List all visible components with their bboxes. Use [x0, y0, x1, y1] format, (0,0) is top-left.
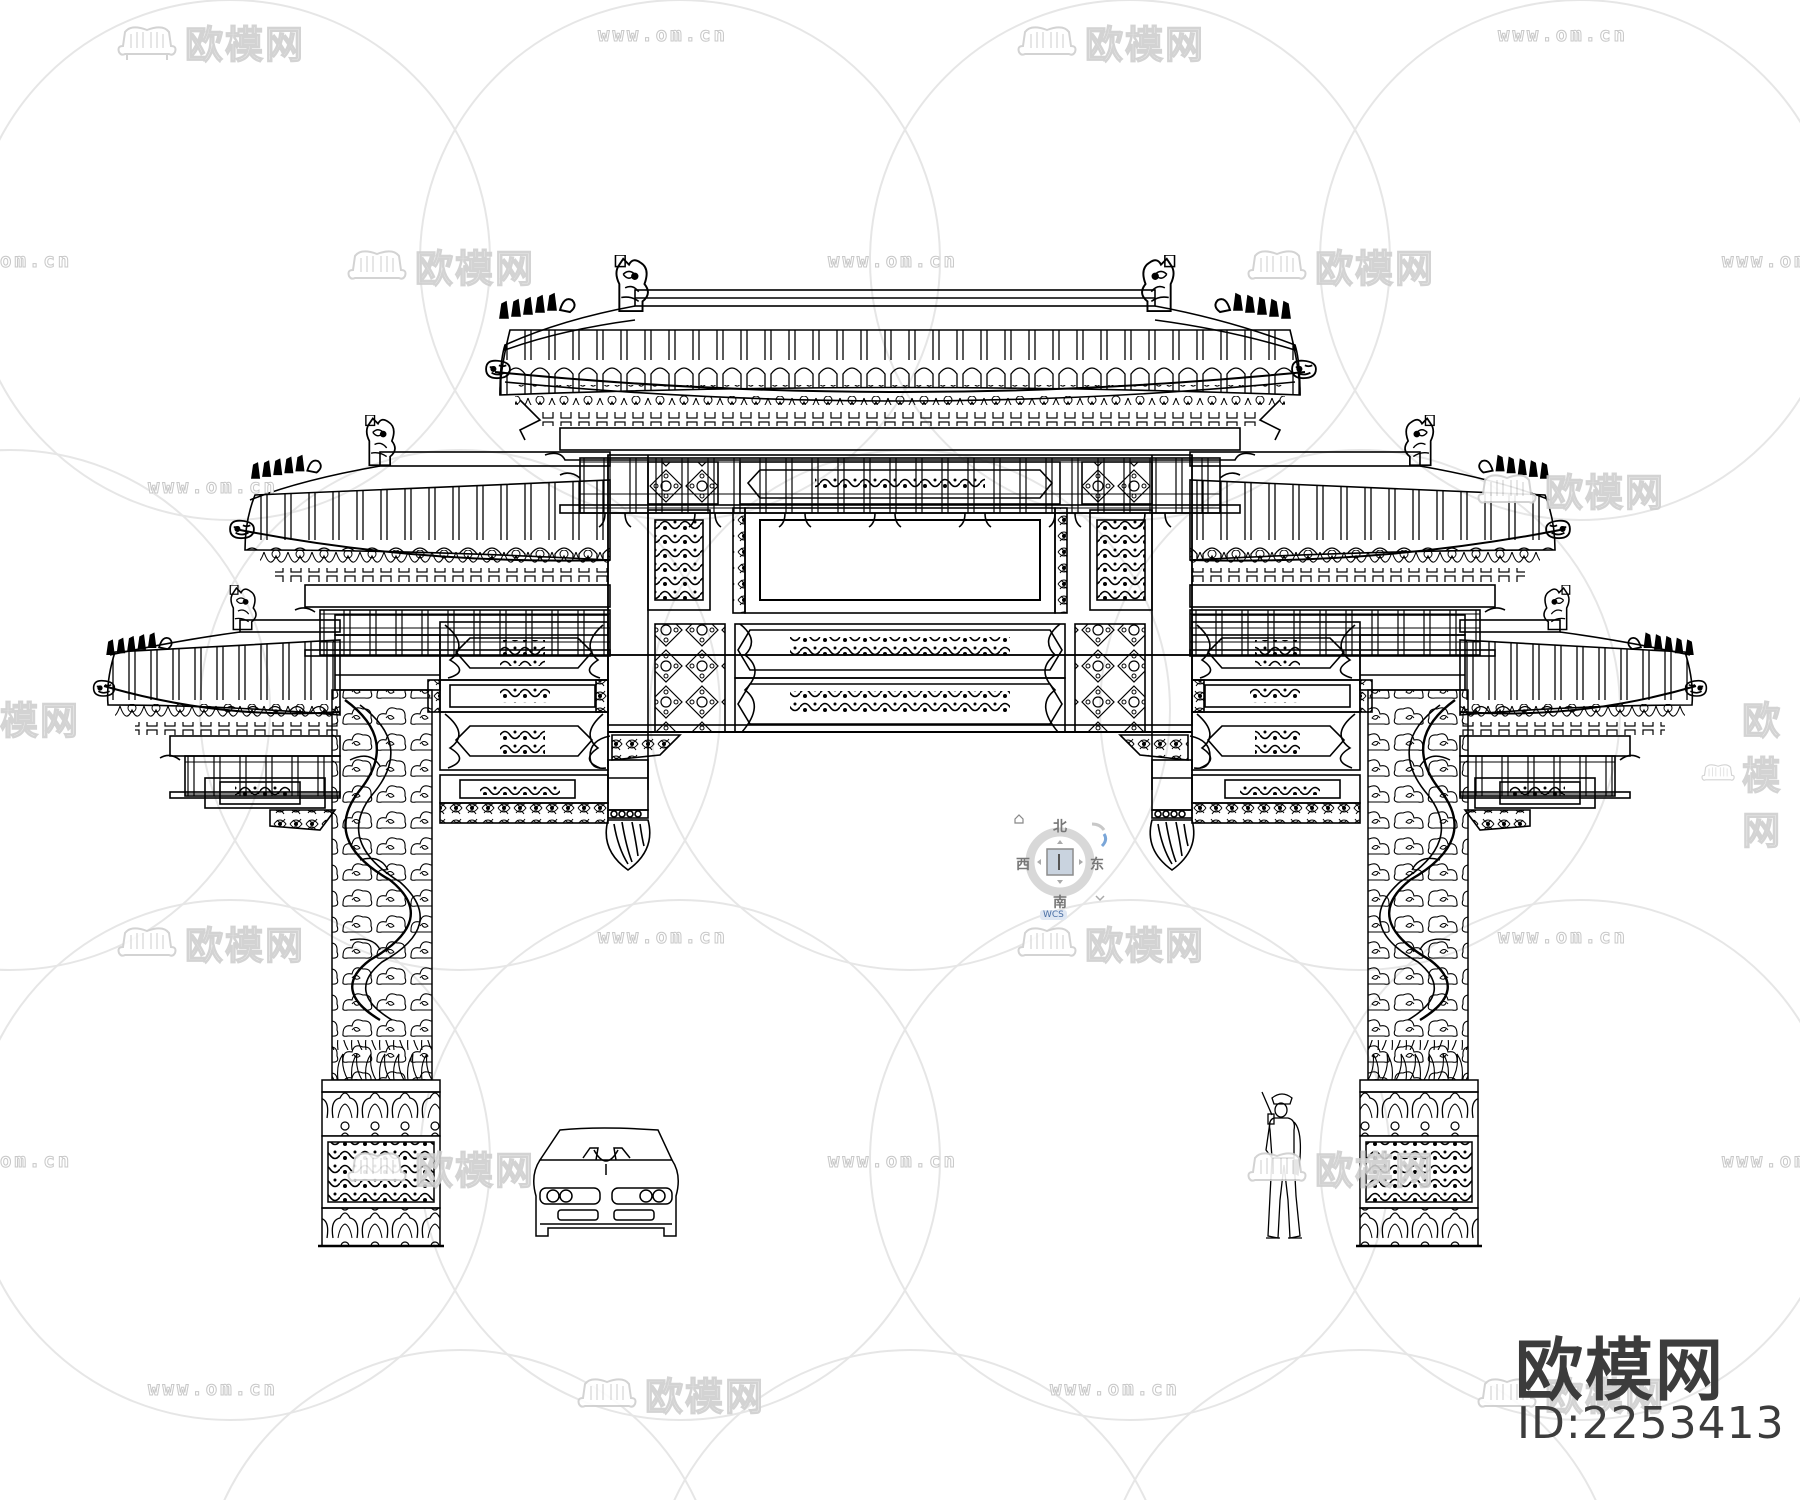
watermark-url: www.om.cn [828, 1150, 958, 1173]
middle-roof-right [1189, 415, 1571, 657]
watermark-logo: 欧模网 [1245, 1140, 1435, 1195]
watermark-url: www.om.cn [598, 24, 728, 47]
wcs-menu-button[interactable]: WCS [1040, 910, 1067, 920]
watermark-logo-text: 欧模网 [1314, 1148, 1436, 1193]
watermark-logo-text: 欧模网 [1084, 923, 1206, 968]
lower-roof-right [1459, 585, 1708, 799]
sofa-logo-icon [1247, 249, 1307, 280]
watermark-logo: 欧模网 [345, 238, 535, 293]
watermark-logo-text: 欧模网 [1084, 22, 1206, 67]
viewcube-north[interactable]: 北 [1053, 819, 1067, 835]
lower-roof-left [92, 585, 341, 799]
middle-roof-left [229, 415, 611, 657]
viewcube-south[interactable]: 南 [1053, 895, 1067, 911]
watermark-url-fragment: om.cn [0, 1150, 73, 1173]
watermark-logo: 欧模网 [115, 14, 305, 69]
viewcube-compass-ring[interactable] [1010, 810, 1120, 920]
watermark-url: www.om.cn [1722, 1150, 1800, 1173]
watermark-url: www.om.cn [148, 1378, 278, 1401]
watermark-logo-text: 欧模网 [184, 923, 306, 968]
sofa-logo-icon [1477, 1377, 1537, 1408]
watermark-logo-text: 欧模网 [1544, 470, 1666, 515]
side-bay-right [1191, 614, 1596, 831]
home-icon[interactable] [1014, 814, 1024, 824]
brand-site-name: 欧模网 [1515, 1332, 1726, 1411]
watermark-logo-text: 模网 [0, 698, 81, 743]
viewcube[interactable]: 北 南 东 西 WCS [1010, 810, 1120, 920]
watermark-logo-text: 欧模网 [1544, 1374, 1666, 1419]
sofa-logo-icon [117, 926, 177, 957]
watermark-logo-text: 欧模网 [414, 1148, 536, 1193]
sofa-logo-icon [577, 1377, 637, 1408]
watermark-url: www.om.cn [1498, 926, 1628, 949]
side-bay-left [204, 614, 609, 831]
watermark-logo: 欧模网 [115, 915, 305, 970]
watermark-logo-fragment: 模网 [0, 690, 80, 745]
dragon-column-left [318, 689, 444, 1248]
watermark-logo-text: 欧模网 [1742, 698, 1783, 853]
watermark-logo: 欧模网 [1015, 14, 1205, 69]
sofa-logo-icon [347, 249, 407, 280]
watermark-logo: 欧模网 [1700, 690, 1800, 855]
watermark-logo-text: 欧模网 [644, 1374, 766, 1419]
watermark-logo-text: 欧模网 [184, 22, 306, 67]
viewcube-east[interactable]: 东 [1090, 857, 1104, 873]
viewcube-west[interactable]: 西 [1016, 857, 1030, 873]
watermark-logo: 欧模网 [1475, 462, 1665, 517]
lantern-right [1149, 809, 1195, 871]
watermark-url: www.om.cn [1722, 250, 1800, 273]
watermark-logo: 欧模网 [1015, 915, 1205, 970]
watermark-url: www.om.cn [1498, 24, 1628, 47]
sofa-logo-icon [347, 1151, 407, 1182]
lantern-left [605, 809, 651, 871]
watermark-url: www.om.cn [598, 926, 728, 949]
watermark-logo-text: 欧模网 [1314, 246, 1436, 291]
watermark-logo: 欧模网 [575, 1366, 765, 1421]
brand-model-id: ID:2253413 [1517, 1398, 1785, 1449]
sofa-logo-icon [1017, 926, 1077, 957]
sofa-logo-icon [1477, 473, 1537, 504]
watermark-url: www.om.cn [1050, 1378, 1180, 1401]
watermark-url: www.om.cn [828, 250, 958, 273]
car-front-view [533, 1127, 679, 1237]
watermark-url: www.om.cn [148, 476, 278, 499]
watermark-url-fragment: om.cn [0, 250, 73, 273]
watermark-logo: 欧模网 [345, 1140, 535, 1195]
watermark-logo-text: 欧模网 [414, 246, 536, 291]
sofa-logo-icon [1247, 1151, 1307, 1182]
watermark-logo: 欧模网 [1475, 1366, 1665, 1421]
sofa-logo-icon [117, 25, 177, 60]
watermark-logo: 欧模网 [1245, 238, 1435, 293]
dragon-column-right [1356, 689, 1482, 1248]
central-bay [589, 454, 1211, 871]
sofa-logo-icon [1017, 25, 1077, 56]
sofa-logo-icon [1701, 763, 1735, 781]
